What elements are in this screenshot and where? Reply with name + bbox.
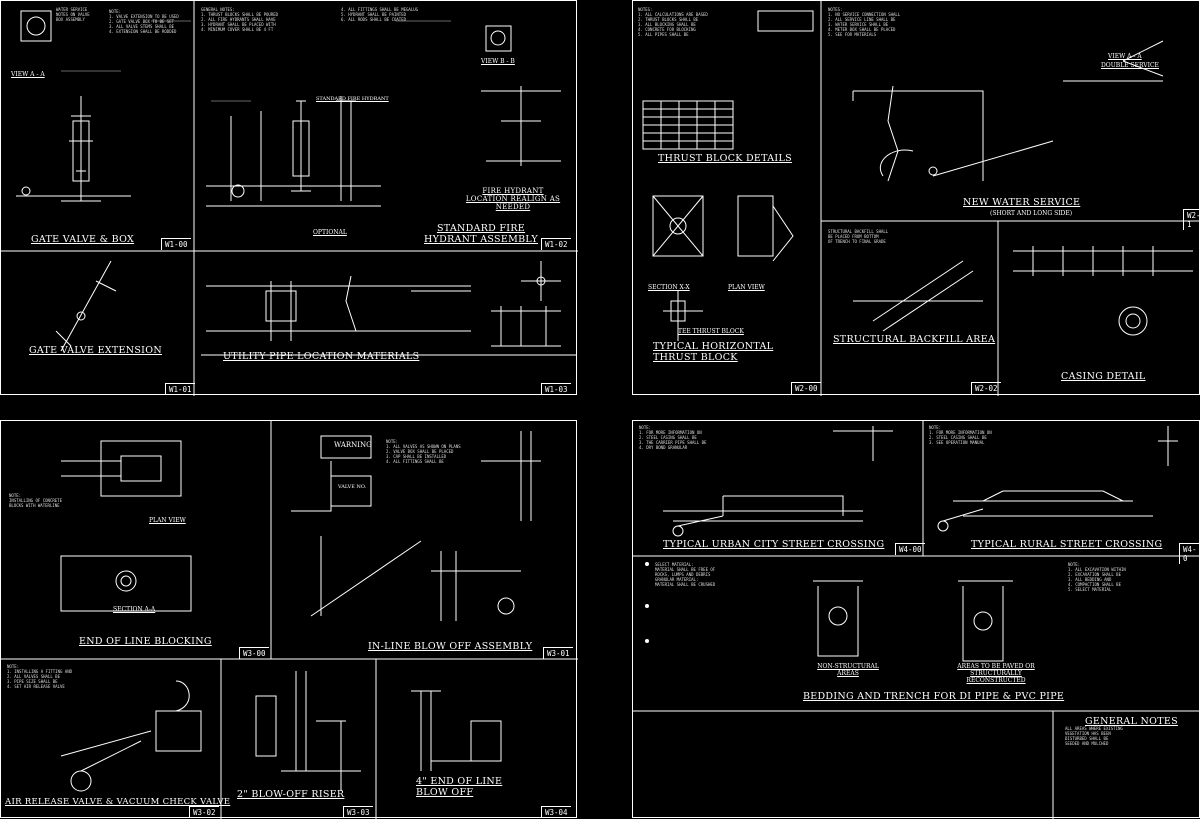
panel-num-w1-02: W1-02 [541,238,571,250]
sheet-w3-notes-3: NOTE: 1. INSTALLING A FITTING AND 2. ALL… [7,664,73,689]
sheet-water-w4: NOTE: 1. FOR MORE INFORMATION ON 2. STEE… [632,420,1200,819]
sheet-w4-notes-3: SELECT MATERIAL: MATERIAL SHALL BE FREE … [655,562,716,587]
panel-num-w1-01: W1-01 [165,383,195,395]
panel-title-standard-fire-hydrant: STANDARD FIRE HYDRANT ASSEMBLY [424,223,538,245]
panel-title-end-of-line-blow-off: 4" END OF LINE BLOW OFF [416,776,503,798]
sheet-w4-notes-2: NOTE: 1. FOR MORE INFORMATION ON 2. STEE… [929,425,992,445]
sheet-w4-notes-5: ALL AREAS WHERE EXISTING VEGETATION HAS … [1065,726,1123,746]
panel-title-general-notes: GENERAL NOTES [1085,716,1178,727]
sheet-water-w1: WATER SERVICE NOTES ON VALVE BOX ASSEMBL… [0,0,578,396]
sheet-w2-notes-2: NOTES: 1. NO SERVICE CONNECTION SHALL 2.… [828,7,901,37]
panel-subtitle-fire-hydrant-location: FIRE HYDRANT LOCATION REALIGN AS NEEDED [465,187,561,211]
label-plan-view: PLAN VIEW [728,284,765,291]
label-areas-paved: AREAS TO BE PAVED OR STRUCTURALLY RECONS… [957,663,1035,684]
sheet-w4-notes-4: NOTE: 1. ALL EXCAVATION WITHIN 2. EXCAVA… [1068,562,1126,592]
panel-title-urban-crossing: TYPICAL URBAN CITY STREET CROSSING [663,539,885,550]
panel-title-in-line-blow-off: IN-LINE BLOW OFF ASSEMBLY [368,641,533,652]
panel-num-w4-0: W4-0 [1179,543,1200,564]
panel-title-casing-detail: CASING DETAIL [1061,371,1146,382]
panel-num-w3-04: W3-04 [541,806,571,818]
panel-num-w4-00: W4-00 [895,543,925,555]
sheet-water-w2: NOTES: 1. ALL CALCULATIONS ARE BASED 2. … [632,0,1200,396]
label-standard-fire-hydrant: STANDARD FIRE HYDRANT [316,96,389,102]
sheet-w1-notes-2: NOTE: 1. VALVE EXTENSION TO BE USED 2. G… [109,9,179,34]
panel-title-gate-valve-box: GATE VALVE & BOX [31,234,135,245]
panel-title-new-water-service: NEW WATER SERVICE [963,197,1081,208]
sheet-w2-notes-3: STRUCTURAL BACKFILL SHALL BE PLACED FROM… [828,229,889,244]
label-section-xx: SECTION X-X [648,284,690,291]
panel-num-w2-00: W2-00 [791,382,821,394]
panel-title-rural-crossing: TYPICAL RURAL STREET CROSSING [971,539,1163,550]
sheet-w1-notes: WATER SERVICE NOTES ON VALVE BOX ASSEMBL… [56,7,90,22]
panel-num-w1-03: W1-03 [541,383,571,395]
label-valve-no: VALVE NO. [338,484,367,490]
label-plan-view-w3: PLAN VIEW [149,517,186,524]
sheet-w1-notes-4: 4. ALL FITTINGS SHALL BE MEGALUG 5. HYDR… [341,7,419,22]
sheet-w1-linework [1,1,578,396]
sheet-w3-notes-2: NOTE: 1. ALL VALVES AS SHOWN ON PLANS 2.… [386,439,461,464]
panel-num-w3-03: W3-03 [343,806,373,818]
panel-num-w2-02: W2-02 [971,382,1001,394]
panel-subtitle-new-water-service: (SHORT AND LONG SIDE) [990,210,1073,217]
panel-title-blow-off-riser: 2" BLOW-OFF RISER [237,789,345,800]
sheet-w4-notes: NOTE: 1. FOR MORE INFORMATION ON 2. STEE… [639,425,707,450]
label-optional: OPTIONAL [313,229,347,236]
panel-title-thrust-block-details: THRUST BLOCK DETAILS [658,153,792,164]
panel-title-air-release-valve: AIR RELEASE VALVE & VACUUM CHECK VALVE [5,797,231,807]
label-warning: WARNING [334,441,372,449]
sheet-w3-notes: NOTE: INSTALLING OF CONCRETE BLOCKS WITH… [9,493,62,508]
panel-num-w2-1: W2-1 [1183,209,1200,230]
sheet-w3-linework [1,421,578,819]
label-view-b: VIEW B - B [481,58,515,65]
panel-num-w1-00: W1-00 [161,238,191,250]
panel-title-horizontal-thrust: TYPICAL HORIZONTAL THRUST BLOCK [653,341,774,363]
label-view-a: VIEW A - A [11,71,45,78]
panel-num-w3-01: W3-01 [543,647,573,659]
panel-num-w3-02: W3-02 [189,806,219,818]
sheet-w1-notes-3: GENERAL NOTES: 1. THRUST BLOCKS SHALL BE… [201,7,279,32]
panel-title-structural-backfill: STRUCTURAL BACKFILL AREA [833,334,996,345]
panel-title-end-of-line-blocking: END OF LINE BLOCKING [79,636,212,647]
sheet-w4-linework [633,421,1200,819]
sheet-w2-linework [642,1,1200,396]
panel-title-bedding-trench: BEDDING AND TRENCH FOR DI PIPE & PVC PIP… [803,691,1065,702]
label-view-aa: VIEW A - A [1108,53,1142,60]
sheet-water-w3: NOTE: INSTALLING OF CONCRETE BLOCKS WITH… [0,420,578,819]
panel-title-gate-valve-extension: GATE VALVE EXTENSION [29,345,162,356]
sheet-w2-notes: NOTES: 1. ALL CALCULATIONS ARE BASED 2. … [638,7,708,37]
panel-title-utility-pipe: UTILITY PIPE LOCATION MATERIALS [223,351,420,362]
label-tee-thrust: TEE THRUST BLOCK [678,328,744,335]
label-section-aa: SECTION A-A [113,606,156,613]
label-double-service: DOUBLE SERVICE [1101,62,1159,69]
label-non-structural: NON-STRUCTURAL AREAS [817,663,879,677]
panel-num-w3-00: W3-00 [239,647,269,659]
